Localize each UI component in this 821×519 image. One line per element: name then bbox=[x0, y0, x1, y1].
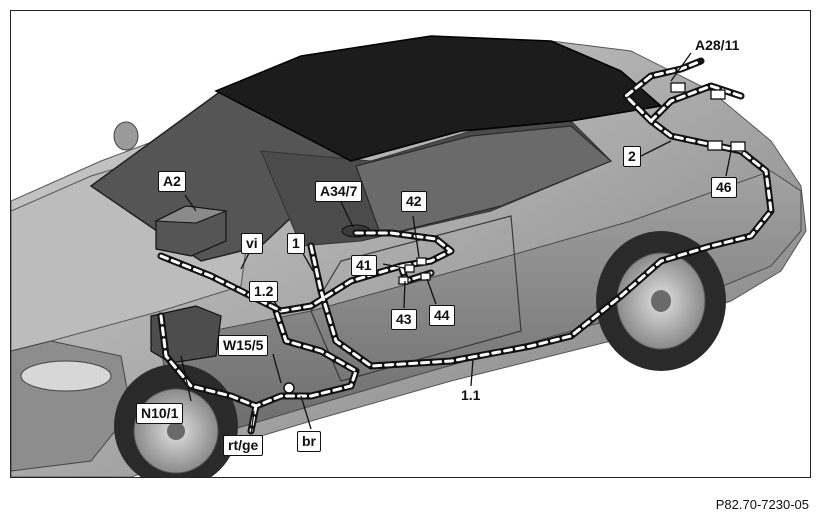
figure-code: P82.70-7230-05 bbox=[715, 497, 809, 512]
label-br: br bbox=[297, 431, 321, 452]
harness-dash bbox=[649, 84, 743, 153]
label-n10-1: N10/1 bbox=[136, 403, 184, 424]
diagram-frame: A28/11 A2 A34/7 42 41 43 44 46 2 1 1.2 v… bbox=[10, 10, 811, 478]
harness-dash bbox=[309, 149, 773, 368]
ground-point-w15-5 bbox=[283, 382, 295, 394]
label-43: 43 bbox=[391, 309, 417, 330]
harness-dash bbox=[624, 59, 703, 123]
label-46: 46 bbox=[711, 177, 737, 198]
label-a28-11: A28/11 bbox=[695, 37, 740, 53]
car-wiring-diagram bbox=[11, 35, 807, 477]
door-outline bbox=[310, 215, 522, 382]
label-41: 41 bbox=[351, 255, 377, 276]
label-a34-7: A34/7 bbox=[315, 181, 363, 202]
soft-top-roof bbox=[214, 35, 663, 162]
label-2: 2 bbox=[623, 146, 641, 167]
connector-boxes bbox=[398, 82, 746, 285]
side-mirror bbox=[113, 121, 139, 151]
headlight bbox=[20, 360, 112, 392]
label-vi: vi bbox=[241, 233, 263, 254]
label-rt-ge: rt/ge bbox=[223, 435, 264, 456]
label-a2: A2 bbox=[158, 171, 186, 192]
label-1: 1 bbox=[287, 233, 305, 254]
label-1-2: 1.2 bbox=[249, 281, 279, 302]
label-1-1: 1.1 bbox=[461, 387, 481, 403]
component-a2-unit bbox=[154, 205, 227, 257]
label-42: 42 bbox=[401, 191, 427, 212]
label-44: 44 bbox=[429, 305, 455, 326]
label-w15-5: W15/5 bbox=[218, 335, 269, 356]
